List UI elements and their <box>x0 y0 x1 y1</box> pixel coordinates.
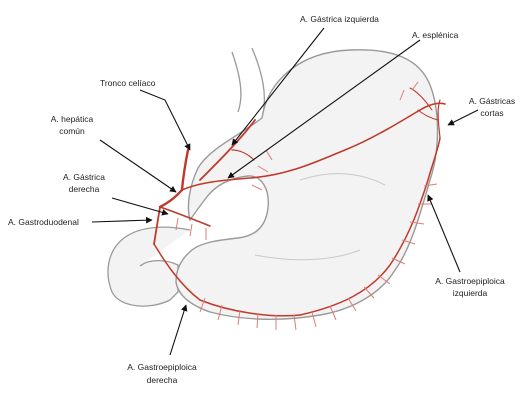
label-gastricas-cortas-2: cortas <box>480 108 503 118</box>
celiac-trunk <box>182 150 188 190</box>
label-gastricas-cortas-1: A. Gástricas <box>469 96 515 106</box>
duodenum <box>108 227 190 306</box>
pointer-gastroepiploica-derecha <box>170 305 186 355</box>
label-gastroepiploica-izquierda-2: izquierda <box>453 288 488 298</box>
label-gastroepiploica-izquierda-1: A. Gastroepiploica <box>435 276 505 286</box>
label-gastrica-derecha-2: derecha <box>69 184 100 194</box>
labels: A. Gástrica izquierda A. esplénica Tronc… <box>8 14 515 385</box>
common-hepatic-artery <box>160 190 182 207</box>
pointer-gastroepiploica-izquierda <box>428 195 460 272</box>
pointer-gastroduodenal <box>92 220 152 222</box>
label-gastrica-derecha-1: A. Gástrica <box>63 172 105 182</box>
label-gastroepiploica-derecha-1: A. Gastroepiploica <box>127 362 197 372</box>
pointer-gastricas-cortas <box>448 110 478 125</box>
label-gastroepiploica-derecha-2: derecha <box>147 375 178 385</box>
stomach <box>176 50 438 319</box>
label-hepatica-comun-1: A. hepática <box>51 114 94 124</box>
label-tronco-celiaco: Tronco celíaco <box>100 78 156 88</box>
pointer-hepatica-comun <box>100 140 176 192</box>
label-esplenica: A. esplénica <box>412 30 459 40</box>
label-gastroduodenal: A. Gastroduodenal <box>8 217 79 227</box>
esophagus <box>232 48 264 118</box>
short-gastric-arteries <box>438 100 440 138</box>
label-hepatica-comun-2: común <box>59 126 85 136</box>
label-gastrica-izquierda: A. Gástrica izquierda <box>300 14 379 24</box>
right-gastric-artery <box>160 207 210 226</box>
pointer-tronco-celiaco <box>140 90 190 150</box>
